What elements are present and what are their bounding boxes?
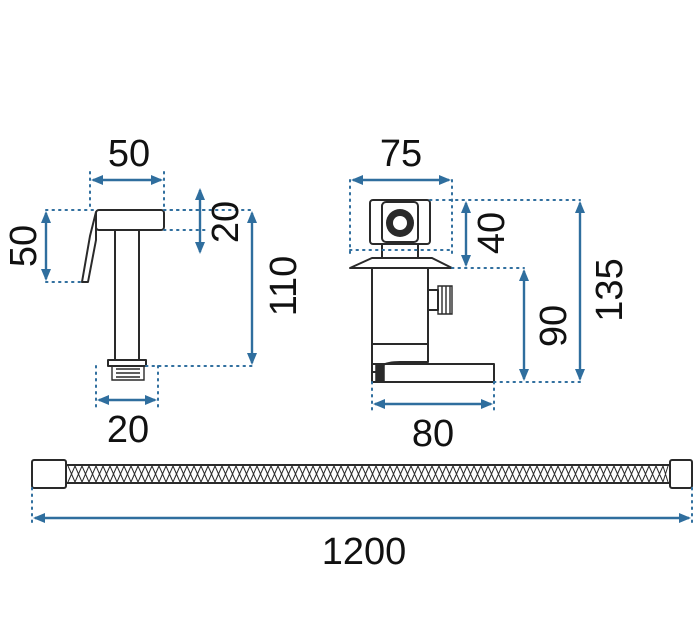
sprayer-handle <box>114 229 140 361</box>
valve-side-outlet <box>427 289 439 311</box>
sprayer-head <box>95 209 165 231</box>
sprayer-dimension-arrows <box>41 175 257 405</box>
valve-inlet-pipe <box>371 363 495 383</box>
valve-extension-lines <box>349 179 581 411</box>
hand-sprayer <box>81 209 165 381</box>
valve-handle-knob <box>381 201 419 243</box>
hose-right-fitting <box>669 459 693 489</box>
label-valve-total-height: 135 <box>589 258 631 321</box>
valve-dimension-arrows <box>351 175 585 409</box>
valve-handle-center <box>393 216 407 230</box>
label-valve-handle-height: 40 <box>471 212 513 254</box>
label-sprayer-total-height: 110 <box>263 256 305 317</box>
label-valve-depth: 80 <box>412 413 454 455</box>
sprayer-thread-lines <box>111 366 145 381</box>
valve-inlet-joint <box>375 363 385 383</box>
valve-flange <box>349 257 453 269</box>
valve-stem <box>381 243 419 259</box>
braided-hose <box>31 459 693 489</box>
sprayer-trigger <box>81 211 97 283</box>
sprayer-thread <box>107 359 147 367</box>
angle-valve <box>349 199 495 383</box>
label-sprayer-head-height: 20 <box>205 201 247 243</box>
hose-extension-lines <box>31 487 693 525</box>
hose-braid-lines <box>67 465 669 483</box>
label-sprayer-height: 50 <box>3 225 45 267</box>
hose-braid-pattern <box>67 465 669 483</box>
valve-side-thread <box>437 285 453 315</box>
hose-body <box>65 464 671 484</box>
label-sprayer-base-width: 20 <box>107 409 149 451</box>
valve-body <box>371 267 429 345</box>
label-sprayer-width: 50 <box>108 133 150 175</box>
label-hose-length: 1200 <box>322 531 407 573</box>
label-valve-width: 75 <box>380 133 422 175</box>
sprayer-extension-lines <box>45 171 253 411</box>
label-valve-outlet-height: 90 <box>533 305 575 347</box>
hose-left-fitting <box>31 459 67 489</box>
